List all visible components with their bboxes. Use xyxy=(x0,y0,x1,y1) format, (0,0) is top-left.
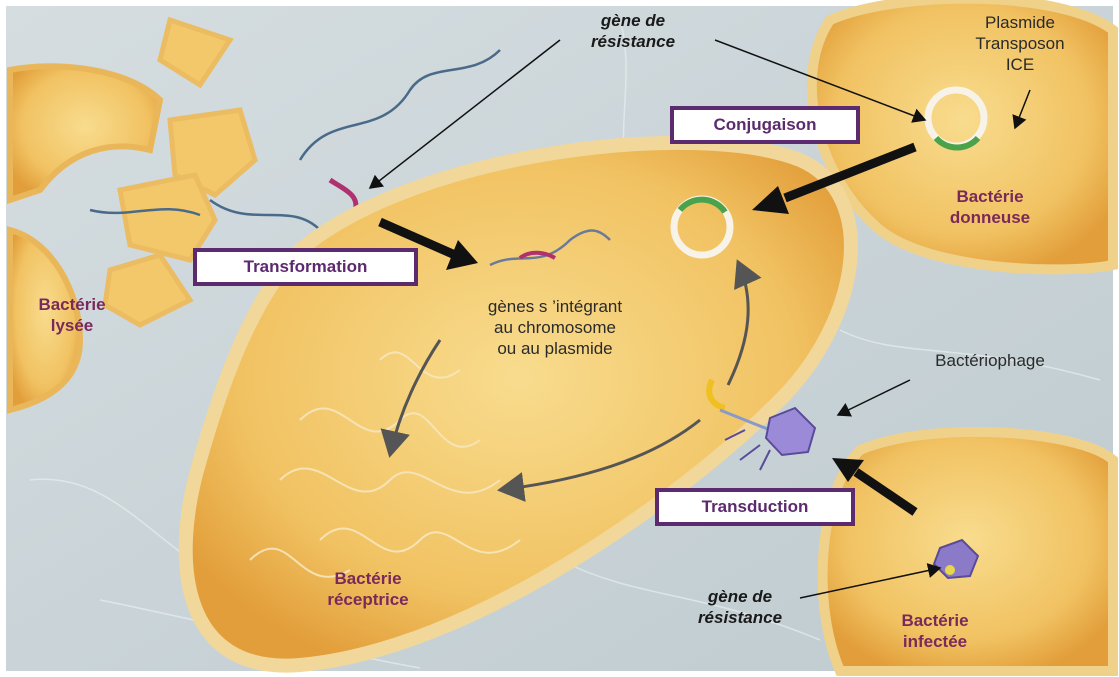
conjugation-box: Conjugaison xyxy=(670,106,860,144)
transduction-box: Transduction xyxy=(655,488,855,526)
recipient-bacterium-label: Bactérie réceptrice xyxy=(308,568,428,610)
bacteriophage-label: Bactériophage xyxy=(910,350,1070,371)
mobile-elements-label: Plasmide Transposon ICE xyxy=(955,12,1085,75)
resistance-gene-label-top: gène de résistance xyxy=(563,10,703,52)
integration-label: gènes s ’intégrant au chromosome ou au p… xyxy=(455,296,655,359)
lysed-bacterium-label: Bactérie lysée xyxy=(32,294,112,336)
infected-bacterium-label: Bactérie infectée xyxy=(880,610,990,652)
transformation-box: Transformation xyxy=(193,248,418,286)
resistance-gene-label-bottom: gène de résistance xyxy=(670,586,810,628)
donor-bacterium-label: Bactérie donneuse xyxy=(935,186,1045,228)
